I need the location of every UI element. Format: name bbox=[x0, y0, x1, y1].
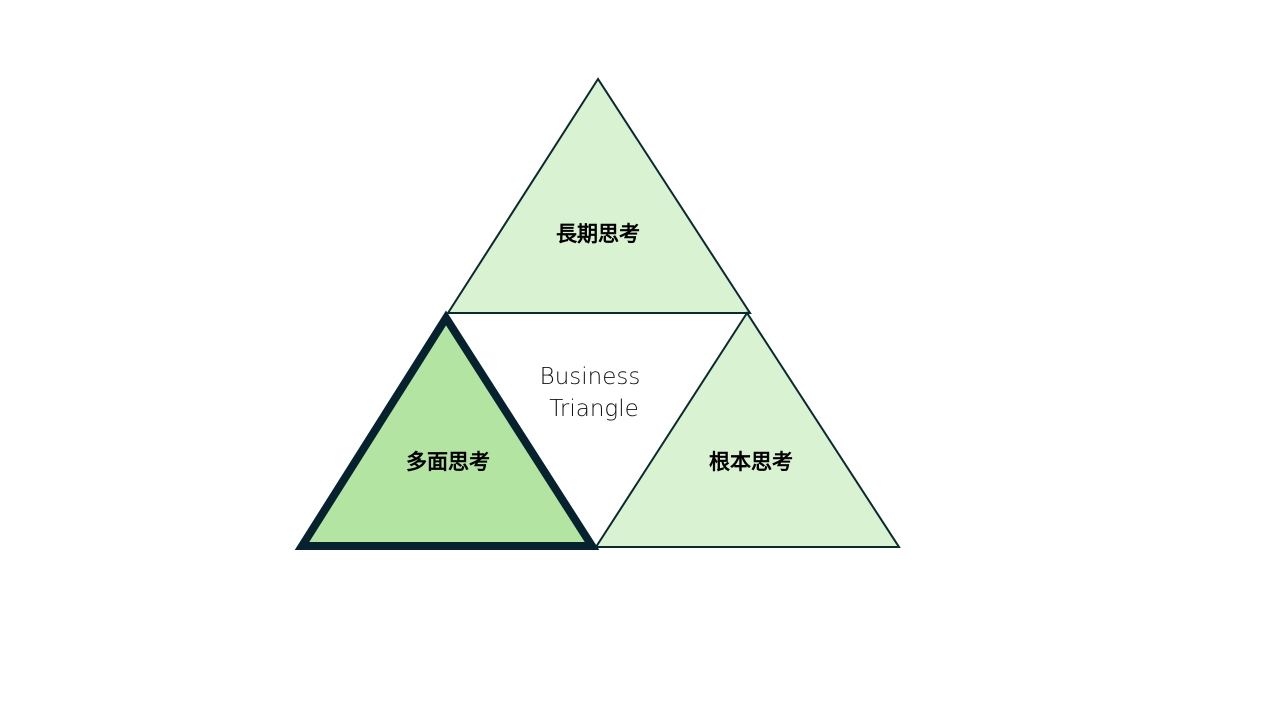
triangle-long-term-thinking[interactable] bbox=[446, 77, 752, 314]
label-long-term-thinking: 長期思考 bbox=[556, 222, 640, 246]
center-label-line2: Triangle bbox=[549, 396, 639, 422]
center-label-line1: Business bbox=[540, 364, 641, 390]
triangle-multifaceted-thinking[interactable] bbox=[294, 310, 600, 550]
label-multifaceted-thinking: 多面思考 bbox=[406, 450, 490, 474]
label-fundamental-thinking: 根本思考 bbox=[709, 450, 793, 474]
triangle-fundamental-thinking[interactable] bbox=[594, 311, 901, 548]
